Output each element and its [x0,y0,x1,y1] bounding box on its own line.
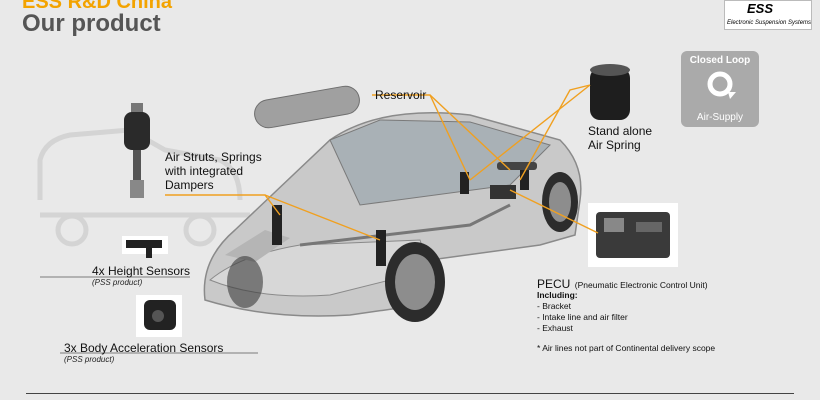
car-body [203,112,582,322]
accel-sensors-note: (PSS product) [64,355,115,364]
struts-line-2: with integrated [165,164,244,178]
label-underlines [40,276,258,354]
logo-mark: ESS [747,1,774,16]
pecu-description: (Pneumatic Electronic Control Unit) [574,280,708,290]
logo-subtitle: Electronic Suspension Systems [727,20,812,26]
height-sensor [122,236,168,258]
closed-loop-subtitle: Air-Supply [696,112,744,123]
closed-loop-badge: Closed Loop Air-Supply [681,51,759,127]
callout-lines [165,84,599,241]
reservoir-label: Reservoir [375,88,427,102]
reservoir-tank [254,85,360,129]
header-top-text: ESS R&D China [22,0,173,13]
height-sensors-note: (PSS product) [92,278,143,287]
accel-sensors-label: 3x Body Acceleration Sensors [64,341,224,355]
pecu-item: - Exhaust [537,323,573,333]
including-heading: Including: [537,290,578,300]
standalone-line-1: Stand alone [588,124,653,138]
pecu-title: PECU [537,277,571,291]
pecu-item: - Bracket [537,301,572,311]
pecu-item: - Intake line and air filter [537,312,628,322]
closed-loop-title: Closed Loop [689,55,751,66]
footer-rule [26,393,794,394]
air-strut [124,103,150,198]
footnote: * Air lines not part of Continental deli… [537,343,716,353]
height-sensors-label: 4x Height Sensors [92,264,191,278]
loop-arrow-icon [707,71,736,99]
standalone-air-spring [590,64,630,120]
struts-line-1: Air Struts, Springs [165,150,262,164]
struts-line-3: Dampers [165,178,214,192]
page-title: Our product [22,10,161,37]
company-logo: ESS Electronic Suspension Systems [724,0,812,30]
standalone-line-2: Air Spring [588,138,641,152]
pecu-unit [588,203,678,267]
acceleration-sensor [136,295,182,337]
pecu-includes: Including: - Bracket - Intake line and a… [537,290,628,334]
struts-label: Air Struts, Springs with integrated Damp… [165,150,262,192]
standalone-label: Stand alone Air Spring [588,124,652,152]
pecu-label: PECU (Pneumatic Electronic Control Unit) [537,275,708,293]
